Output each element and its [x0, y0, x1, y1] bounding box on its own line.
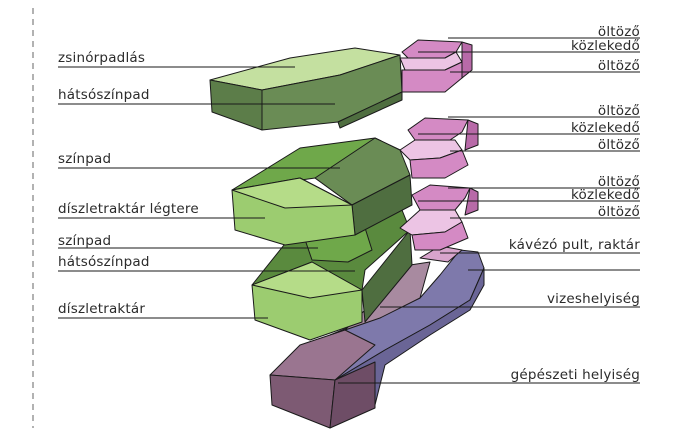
label-kavezo: kávézó pult, raktár: [509, 237, 640, 253]
label-kozlekedo-1: közlekedő: [571, 38, 640, 54]
oltozo-6: [411, 221, 469, 251]
label-kozlekedo-2: közlekedő: [571, 120, 640, 136]
label-zsinorpadlas: zsinórpadlás: [58, 50, 145, 66]
diszletraktar-top: [251, 261, 363, 299]
oltozo-5-top: [411, 184, 471, 211]
left-labels: zsinórpadlás hátsószínpad színpad díszle…: [58, 50, 199, 317]
level-1-block: [209, 39, 473, 131]
oltozo-1-side: [461, 41, 473, 79]
label-oltozo-6: öltöző: [598, 204, 640, 220]
label-szinpad-low: színpad: [58, 233, 111, 249]
label-diszletraktar: díszletraktár: [58, 301, 145, 317]
diszletraktar-legtere-top: [231, 177, 353, 209]
label-hatsoszinpad-top: hátsószínpad: [58, 87, 150, 103]
label-oltozo-2: öltöző: [598, 58, 640, 74]
label-oltozo-5: öltöző: [598, 174, 640, 190]
szinpad-mid-upper: [314, 137, 411, 206]
oltozo-2-side: [464, 119, 479, 151]
label-gepeszeti: gépészeti helyiség: [511, 367, 640, 383]
oltozo-3: [409, 149, 469, 179]
label-diszletraktar-legtere: díszletraktár légtere: [58, 201, 199, 217]
left-leaders: [58, 66, 355, 319]
label-szinpad-mid: színpad: [58, 151, 111, 167]
label-oltozo-4: öltöző: [598, 137, 640, 153]
right-leaders: [338, 37, 640, 384]
label-oltozo-1: öltöző: [598, 24, 640, 40]
label-vizeshelyiseg: vizeshelyiség: [547, 291, 640, 307]
gepeszeti-block-front: [269, 374, 336, 429]
hatsoszinpad-top-side: [337, 91, 403, 129]
oltozo-2-top: [407, 117, 469, 141]
hatsoszinpad-top-left: [209, 79, 263, 131]
label-oltozo-3: öltöző: [598, 103, 640, 119]
hatsoszinpad-low-side: [361, 229, 413, 323]
right-labels: öltöző közlekedő öltöző öltöző közlekedő…: [509, 24, 640, 383]
level-2-block: [231, 117, 479, 246]
gepeszeti-block-side: [329, 361, 376, 429]
label-hatsoszinpad-low: hátsószínpad: [58, 254, 150, 270]
label-kozlekedo-3: közlekedő: [571, 187, 640, 203]
